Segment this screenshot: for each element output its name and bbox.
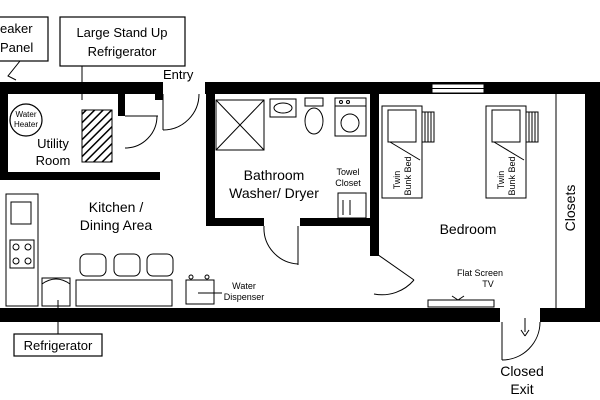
walls <box>0 82 600 322</box>
bath-bottom-wall-b <box>300 218 378 226</box>
window-top <box>431 83 485 94</box>
towel-closet-label-line1: Towel <box>336 167 359 177</box>
dining-chair <box>79 253 107 277</box>
utility-left-wall <box>0 94 8 179</box>
refrigerator-callout: Refrigerator <box>13 300 103 357</box>
bathroom-label-line1: Bathroom <box>244 167 305 183</box>
bottom-wall-left <box>0 308 500 322</box>
exit-label-line1: Closed <box>500 363 544 379</box>
dining-bench <box>75 279 173 307</box>
sink <box>269 98 297 118</box>
breaker-label-line1: eaker <box>0 21 33 36</box>
refrigerator <box>41 277 71 307</box>
kitchen-label-line2: Dining Area <box>80 217 153 233</box>
utility-room-label-line1: Utility <box>37 136 69 151</box>
bunk-bed-2 <box>485 105 539 199</box>
dining-chair <box>113 253 141 277</box>
water-heater-label-line1: Water <box>15 110 36 119</box>
towel-closet-label-line2: Closet <box>335 178 361 188</box>
utility-door <box>124 115 158 149</box>
bath-left-wall <box>206 94 215 226</box>
flat-screen-tv <box>427 295 495 308</box>
entry-door <box>162 93 200 131</box>
bunk-bed-1-label-line1: Twin <box>392 171 402 190</box>
utility-bottom-wall <box>0 172 160 180</box>
shower <box>215 99 265 151</box>
bedroom-door <box>373 251 415 296</box>
large-refrigerator <box>81 109 113 163</box>
tv-label-line2: TV <box>482 279 494 289</box>
toilet <box>304 97 324 135</box>
water-dispenser-label-line1: Water <box>232 281 256 291</box>
top-wall-right <box>205 82 600 94</box>
large-fridge-label-line2: Refrigerator <box>88 44 157 59</box>
entry-label: Entry <box>163 67 194 82</box>
bunk-bed-2-label-line1: Twin <box>496 171 506 190</box>
bunk-bed-1 <box>381 105 435 199</box>
dining-chair <box>146 253 174 277</box>
exit-label-line2: Exit <box>510 381 533 397</box>
water-heater-label-line2: Heater <box>14 120 38 129</box>
refrigerator-label: Refrigerator <box>24 338 93 353</box>
breaker-panel-callout: eaker Panel <box>0 16 49 81</box>
bath-bottom-wall-a <box>206 218 264 226</box>
bathroom-door <box>263 225 299 265</box>
bathroom-label-line2: Washer/ Dryer <box>229 185 319 201</box>
large-refrigerator-callout: Large Stand Up Refrigerator <box>59 16 186 100</box>
breaker-label-line2: Panel <box>0 40 33 55</box>
bed-left-wall-top <box>370 94 379 256</box>
dining-chairs <box>79 253 174 277</box>
tv-label-line1: Flat Screen <box>457 268 503 278</box>
water-heater: Water Heater <box>9 103 43 137</box>
closets-label: Closets <box>562 185 578 232</box>
bunk-bed-1-label-line2: Bunk Bed <box>403 156 413 195</box>
kitchen-counter <box>5 193 39 307</box>
bunk-bed-2-label-line2: Bunk Bed <box>507 156 517 195</box>
water-dispenser-label-line2: Dispenser <box>224 292 265 302</box>
large-fridge-label-line1: Large Stand Up <box>76 25 167 40</box>
top-wall-left <box>0 82 158 94</box>
exit-door <box>501 318 541 361</box>
towel-closet <box>337 192 367 219</box>
kitchen-label-line1: Kitchen / <box>89 199 144 215</box>
bedroom-label: Bedroom <box>440 221 497 237</box>
washer-dryer <box>334 97 367 137</box>
right-wall <box>585 82 600 322</box>
utility-divider <box>118 94 125 116</box>
water-dispenser <box>185 274 222 305</box>
entry-jamb <box>155 82 163 100</box>
utility-room-label-line2: Room <box>36 153 71 168</box>
